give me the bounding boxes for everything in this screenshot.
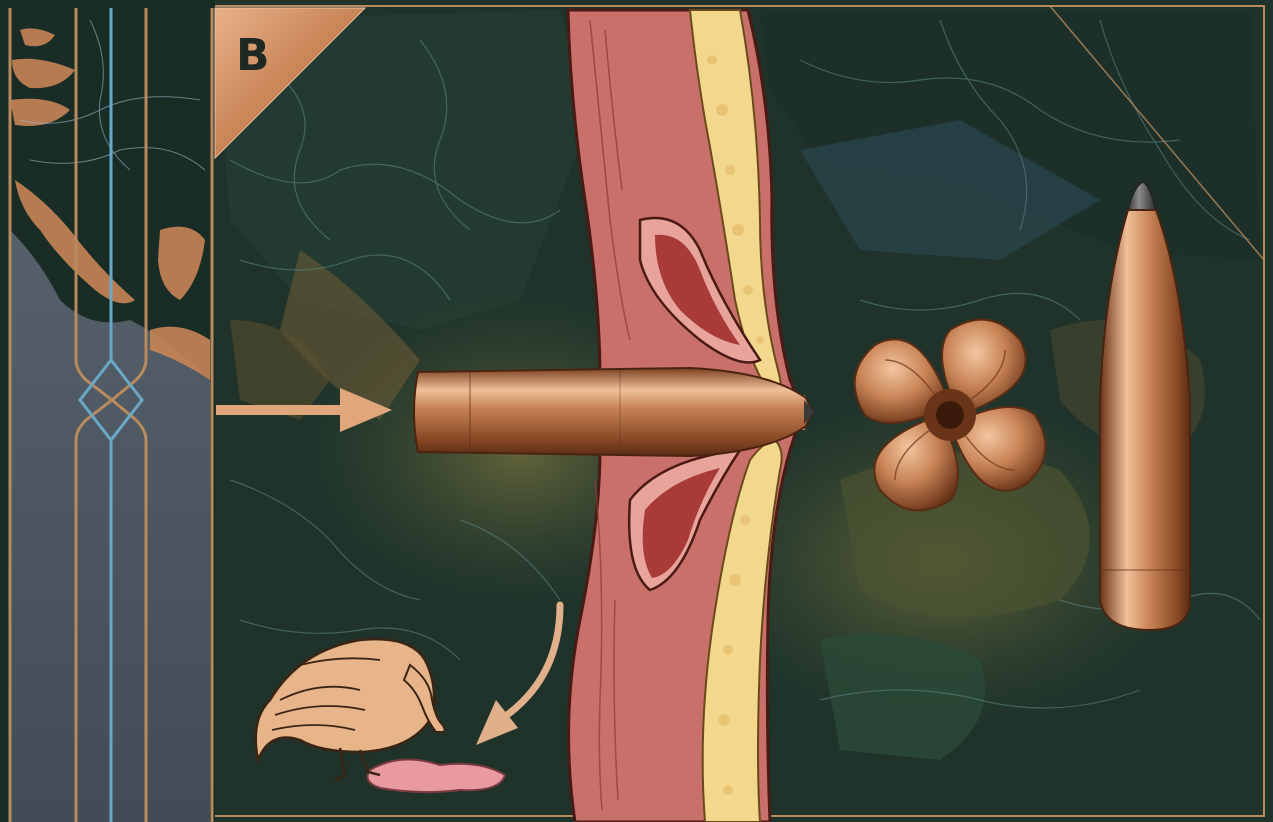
- horizontal-bullet: [414, 368, 814, 456]
- panel-label: B: [236, 30, 270, 81]
- left-border-strip: [0, 0, 215, 822]
- expanded-bullet: [855, 320, 1046, 511]
